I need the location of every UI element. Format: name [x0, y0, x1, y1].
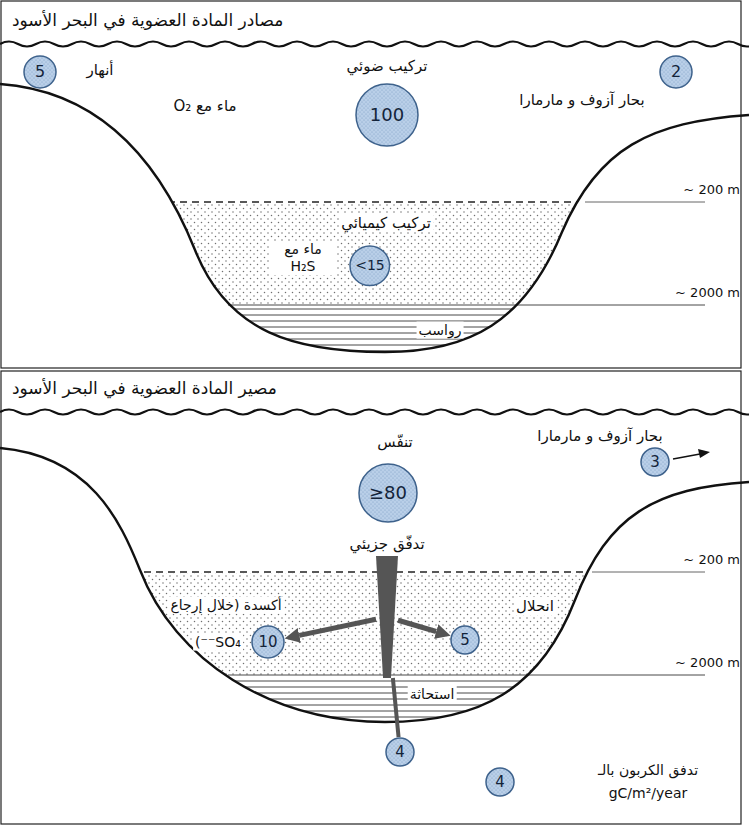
depth-line	[592, 572, 705, 573]
flux-value: 100	[370, 105, 404, 125]
process-label: تنفّس	[377, 433, 412, 451]
flux-circle: ≥80	[358, 463, 418, 523]
depth-line	[228, 305, 705, 306]
flux-circle: <15	[349, 245, 391, 287]
panel-title: مصير المادة العضوية في البحر الأسود	[12, 378, 277, 398]
unit-label: gC/m²/year	[609, 785, 688, 802]
process-label: تركيب ضوئي	[347, 57, 428, 75]
flux-circle: 4	[385, 737, 415, 767]
flux-circle: 10	[251, 625, 285, 659]
panel-title: مصادر المادة العضوية في البحر الأسود	[12, 10, 283, 30]
export-arrow	[673, 454, 700, 459]
flux-value: 4	[495, 774, 505, 791]
flux-circle: 5	[23, 55, 57, 89]
flux-value: 5	[460, 632, 470, 649]
anoxic-stipple	[0, 573, 749, 675]
layer-label: رواسب	[417, 322, 464, 339]
flux-value: 5	[35, 63, 45, 81]
flux-circle: 2	[659, 55, 693, 89]
sediment-hatch	[0, 308, 749, 368]
depth-line	[585, 202, 705, 203]
basin-outline	[0, 448, 749, 722]
beam-shape	[376, 556, 398, 678]
export-arrowhead	[698, 449, 710, 458]
depth-label: ~ 2000 m	[675, 655, 740, 671]
flux-value: 3	[650, 454, 660, 471]
flux-value: ≥80	[369, 483, 407, 503]
depth-line	[0, 201, 749, 203]
depth-label: ~ 200 m	[683, 182, 740, 198]
depth-label: ~ 200 m	[683, 552, 740, 568]
depth-line	[0, 571, 749, 573]
depth-line	[228, 675, 705, 676]
flux-circle: 100	[355, 83, 419, 147]
flux-value: 4	[395, 744, 405, 761]
sediment-hatch	[0, 679, 749, 739]
source-label: أنهار	[86, 61, 113, 79]
flux-heading: تدفّق جزيئي	[349, 535, 424, 553]
flux-value: 2	[671, 63, 681, 81]
sea-surface	[0, 42, 749, 47]
sea-surface	[0, 410, 749, 415]
sink-label: بحار آزوف و مارمارا	[537, 427, 662, 445]
anoxic-stipple	[0, 203, 749, 305]
flux-arrow	[398, 620, 436, 631]
depth-label: ~ 2000 m	[675, 285, 740, 301]
source-label: بحار آزوف و مارمارا	[519, 91, 644, 109]
flux-arrow	[393, 678, 399, 737]
flux-value: 10	[258, 634, 277, 651]
flux-circle: 4	[485, 767, 515, 797]
process-label: SO₄⁻⁻)	[193, 634, 243, 651]
flux-value: <15	[355, 258, 385, 273]
unit-label: تدفق الكربون بالـ	[598, 762, 698, 779]
process-label: استحاثة	[408, 686, 457, 703]
flux-circle: 3	[640, 447, 670, 477]
process-label: انحلال	[514, 597, 556, 615]
process-label: تركيب كيميائي	[339, 214, 433, 232]
basin-outline	[0, 84, 749, 352]
water-layer-label: ماء مع O₂	[173, 97, 236, 115]
flux-arrow	[299, 619, 376, 635]
process-label: أكسدة (خلال إرجاع	[168, 597, 283, 614]
particle-flux-beam: تدفّق جزيئي	[376, 556, 398, 678]
flux-circle: 5	[450, 625, 480, 655]
water-layer-label: ماء مع H₂S	[269, 241, 337, 275]
